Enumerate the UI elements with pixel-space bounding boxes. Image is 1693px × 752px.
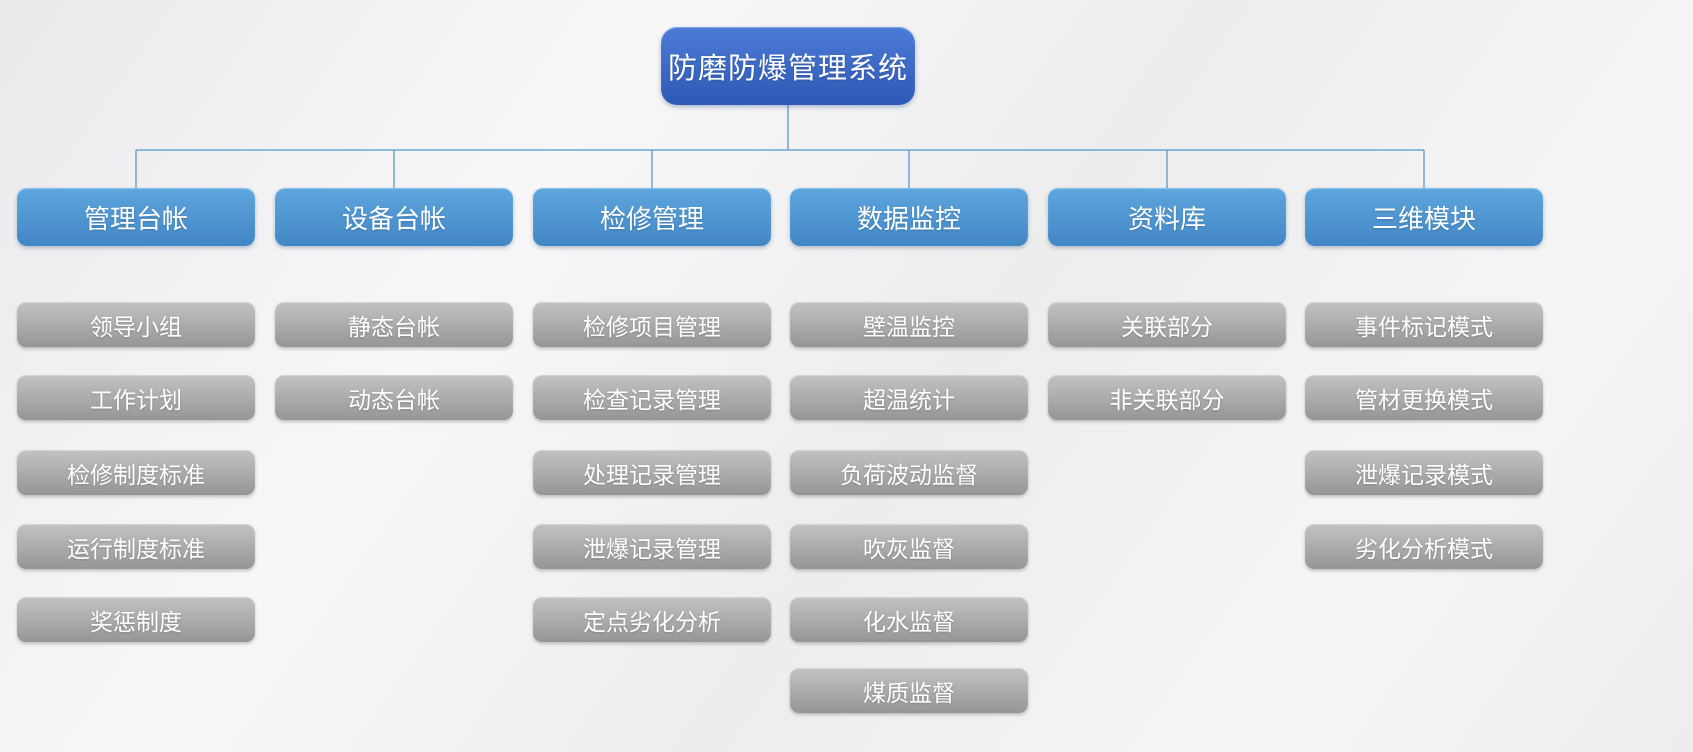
leaf-node: 定点劣化分析 [533,597,771,642]
leaf-node: 煤质监督 [790,668,1028,713]
leaf-node: 检修制度标准 [17,450,255,495]
leaf-node: 工作计划 [17,375,255,420]
branch-header-node: 设备台帐 [275,188,513,246]
leaf-node: 检修项目管理 [533,302,771,347]
leaf-node: 运行制度标准 [17,524,255,569]
leaf-node: 关联部分 [1048,302,1286,347]
leaf-node: 超温统计 [790,375,1028,420]
leaf-node: 领导小组 [17,302,255,347]
leaf-node: 处理记录管理 [533,450,771,495]
leaf-node: 泄爆记录模式 [1305,450,1543,495]
leaf-node: 泄爆记录管理 [533,524,771,569]
leaf-node: 非关联部分 [1048,375,1286,420]
leaf-node: 奖惩制度 [17,597,255,642]
branch-header-node: 数据监控 [790,188,1028,246]
leaf-node: 事件标记模式 [1305,302,1543,347]
leaf-node: 静态台帐 [275,302,513,347]
leaf-node: 吹灰监督 [790,524,1028,569]
branch-header-node: 管理台帐 [17,188,255,246]
leaf-node: 劣化分析模式 [1305,524,1543,569]
leaf-node: 壁温监控 [790,302,1028,347]
leaf-node: 化水监督 [790,597,1028,642]
root-node: 防磨防爆管理系统 [661,27,915,105]
leaf-node: 检查记录管理 [533,375,771,420]
branch-header-node: 检修管理 [533,188,771,246]
branch-header-node: 资料库 [1048,188,1286,246]
branch-header-node: 三维模块 [1305,188,1543,246]
leaf-node: 负荷波动监督 [790,450,1028,495]
leaf-node: 动态台帐 [275,375,513,420]
leaf-node: 管材更换模式 [1305,375,1543,420]
